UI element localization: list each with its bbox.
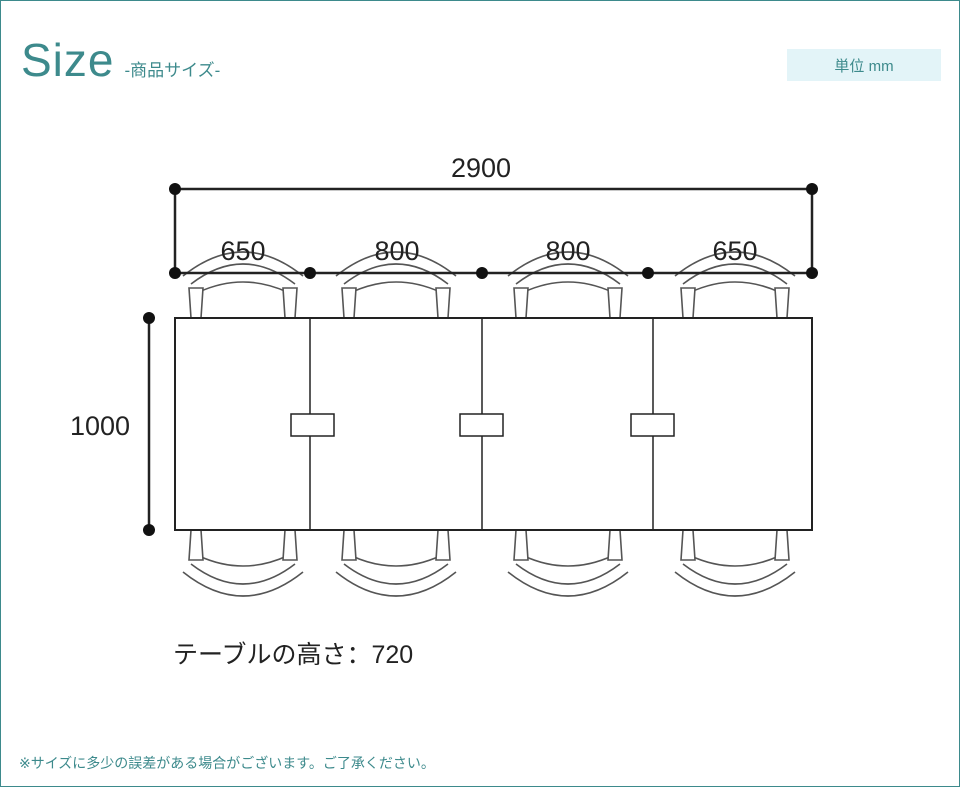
chair-arm (282, 529, 298, 561)
chair-outline (523, 555, 613, 567)
chair-outline (190, 563, 296, 585)
chair-arm (341, 287, 357, 319)
chair-outline (674, 251, 796, 277)
chair-outline (182, 251, 304, 277)
chair-arm (341, 529, 357, 561)
segment-label-3: 800 (545, 236, 590, 266)
joint-connector-1 (290, 413, 335, 437)
joint-connector-3 (630, 413, 675, 437)
chair-outline (198, 281, 288, 293)
chair-outline (351, 281, 441, 293)
chair-outline (515, 563, 621, 585)
dimension-dot (476, 267, 488, 279)
chair-icon (674, 251, 796, 319)
dimension-dot (642, 267, 654, 279)
segment-label-1: 650 (220, 236, 265, 266)
chair-outline (343, 563, 449, 585)
chair-arm (282, 287, 298, 319)
dimension-dot (806, 183, 818, 195)
segment-dimensions: 650 800 800 650 (169, 236, 818, 279)
chair-icon (507, 529, 629, 597)
chair-icon (182, 251, 304, 319)
chair-outline (335, 251, 457, 277)
unit-badge: 単位 mm (787, 49, 941, 81)
chair-outline (507, 571, 629, 597)
chair-outline (335, 571, 457, 597)
chair-arm (680, 529, 696, 561)
chair-outline (674, 571, 796, 597)
chair-outline (351, 555, 441, 567)
chair-icon (335, 529, 457, 597)
table-top (174, 317, 813, 531)
dimension-dot (143, 312, 155, 324)
chair-arm (513, 287, 529, 319)
chair-arm (188, 287, 204, 319)
depth-label: 1000 (70, 411, 130, 441)
chair-outline (343, 263, 449, 285)
chair-arm (188, 529, 204, 561)
depth-dimension: 1000 (70, 312, 155, 536)
page-subtitle: -商品サイズ- (124, 61, 221, 80)
title-block: Size -商品サイズ- (21, 37, 220, 83)
chair-outline (690, 281, 780, 293)
chair-arm (680, 287, 696, 319)
segment-label-2: 800 (374, 236, 419, 266)
table-height-label: テーブルの高さ：720 (173, 641, 413, 669)
chair-outline (682, 563, 788, 585)
total-width-label: 2900 (451, 153, 511, 183)
chair-arm (435, 529, 451, 561)
joint-connector-2 (459, 413, 504, 437)
chair-arm (774, 529, 790, 561)
chair-outline (507, 251, 629, 277)
chair-arm (513, 529, 529, 561)
segment-label-4: 650 (712, 236, 757, 266)
chair-outline (523, 281, 613, 293)
chair-outline (198, 555, 288, 567)
chair-arm (435, 287, 451, 319)
chair-outline (190, 263, 296, 285)
chair-arm (607, 529, 623, 561)
chair-icon (335, 251, 457, 319)
chair-icon (182, 529, 304, 597)
total-width-dimension: 2900 (169, 153, 818, 273)
chair-arm (607, 287, 623, 319)
dimension-dot (143, 524, 155, 536)
page-title: Size (21, 34, 115, 86)
chair-outline (515, 263, 621, 285)
dimension-dot (806, 267, 818, 279)
dimension-dot (169, 267, 181, 279)
chair-outline (182, 571, 304, 597)
dimension-dot (304, 267, 316, 279)
dimension-dot (169, 183, 181, 195)
chair-outline (682, 263, 788, 285)
chair-icon (674, 529, 796, 597)
chair-arm (774, 287, 790, 319)
chair-outline (690, 555, 780, 567)
footnote: ※サイズに多少の誤差がある場合がございます。ご了承ください。 (19, 755, 435, 771)
